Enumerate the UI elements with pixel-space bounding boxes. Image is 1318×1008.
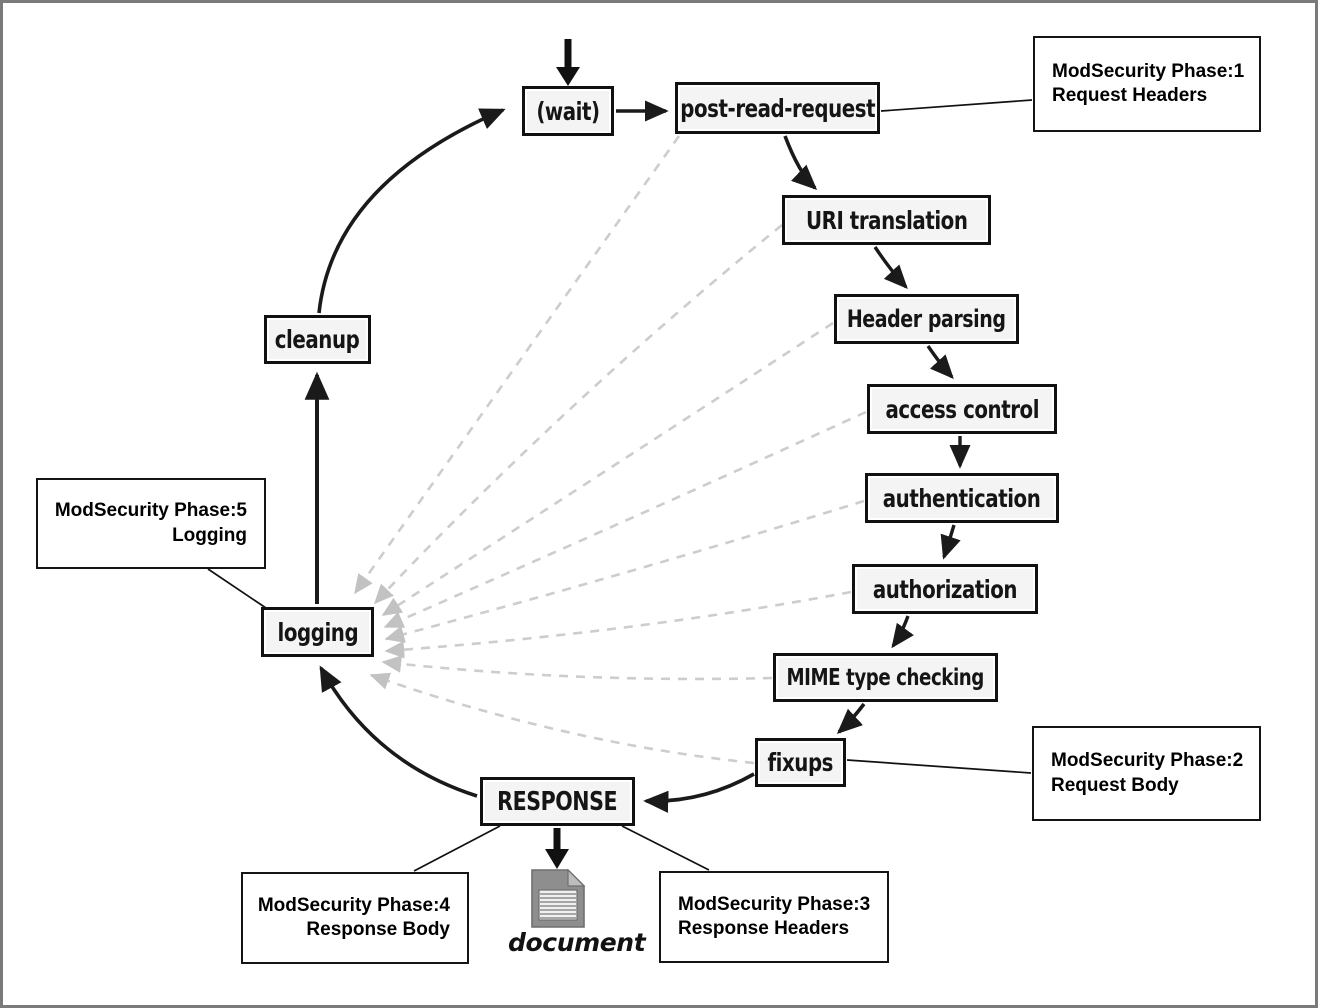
leader-phase1 xyxy=(880,99,1033,112)
callout-modsecurity-phase-1: ModSecurity Phase:1 Request Headers xyxy=(1033,36,1261,132)
callout-modsecurity-phase-2: ModSecurity Phase:2 Request Body xyxy=(1032,726,1261,821)
node-label: (wait) xyxy=(536,96,600,126)
edge-response-to-logging xyxy=(319,665,478,798)
edge-fixups-to-response xyxy=(643,772,755,813)
node-label: post-read-request xyxy=(680,93,875,123)
leader-phase3 xyxy=(621,825,710,871)
leader-phase2 xyxy=(846,759,1032,774)
callout-modsecurity-phase-4: ModSecurity Phase:4 Response Body xyxy=(241,872,469,964)
edge-entry-to-wait xyxy=(556,39,580,86)
callout-line: ModSecurity Phase:5 xyxy=(54,500,247,522)
callout-line: ModSecurity Phase:4 xyxy=(257,894,450,916)
node-wait[interactable]: (wait) xyxy=(522,86,614,136)
document-page-icon xyxy=(531,868,586,928)
callout-line: Response Body xyxy=(306,919,450,940)
node-authentication[interactable]: authentication xyxy=(865,473,1059,523)
dashed-edge-authorization-to-logging xyxy=(384,590,852,659)
edge-cleanup-to-wait xyxy=(317,108,506,314)
dashed-edge-header-parsing-to-logging xyxy=(381,321,834,617)
node-label: cleanup xyxy=(275,325,360,354)
node-label: access control xyxy=(885,394,1039,424)
node-authorization[interactable]: authorization xyxy=(852,564,1038,614)
callout-line: ModSecurity Phase:1 xyxy=(1052,60,1245,82)
node-post-read-request[interactable]: post-read-request xyxy=(675,82,880,134)
node-label: RESPONSE xyxy=(497,786,618,817)
edge-post-read-to-uri xyxy=(783,135,818,190)
dashed-edge-uri-to-logging xyxy=(373,223,783,605)
edge-mime-to-fixups xyxy=(836,702,866,734)
callout-modsecurity-phase-5: ModSecurity Phase:5 Logging xyxy=(36,478,266,569)
dashed-edge-mime-to-logging xyxy=(381,655,773,681)
dashed-edge-access-control-to-logging xyxy=(383,410,867,629)
leader-phase4 xyxy=(413,825,501,872)
node-fixups[interactable]: fixups xyxy=(755,738,846,787)
callout-line: Request Headers xyxy=(1052,85,1208,106)
node-label: fixups xyxy=(767,748,834,777)
callout-line: Response Headers xyxy=(678,918,850,939)
callout-line: Request Body xyxy=(1051,774,1179,796)
node-label: URI translation xyxy=(805,205,968,235)
dashed-edge-authentication-to-logging xyxy=(384,499,865,643)
node-label: MIME type checking xyxy=(786,664,985,691)
callout-line: ModSecurity Phase:3 xyxy=(678,893,871,915)
node-response[interactable]: RESPONSE xyxy=(480,777,635,826)
dashed-edge-post-read-to-logging xyxy=(353,135,681,595)
node-label: Header parsing xyxy=(847,305,1006,333)
callout-modsecurity-phase-3: ModSecurity Phase:3 Response Headers xyxy=(659,871,889,963)
leader-phase5 xyxy=(207,568,267,609)
node-header-parsing[interactable]: Header parsing xyxy=(834,294,1019,344)
node-logging[interactable]: logging xyxy=(261,607,374,657)
edge-uri-to-header-parsing xyxy=(873,246,908,289)
node-mime-type-checking[interactable]: MIME type checking xyxy=(773,653,998,702)
callout-line: Logging xyxy=(172,524,247,546)
node-cleanup[interactable]: cleanup xyxy=(264,315,371,364)
document-caption: document xyxy=(508,928,646,957)
node-access-control[interactable]: access control xyxy=(867,384,1057,434)
edge-header-parsing-to-access-control xyxy=(926,345,954,380)
edge-authorization-to-mime xyxy=(891,615,914,649)
node-uri-translation[interactable]: URI translation xyxy=(782,195,991,245)
dashed-edge-fixups-to-logging xyxy=(369,672,755,765)
edge-response-to-document xyxy=(545,828,569,869)
node-label: authentication xyxy=(883,483,1041,513)
node-label: logging xyxy=(277,617,358,647)
callout-line: ModSecurity Phase:2 xyxy=(1051,750,1244,772)
node-label: authorization xyxy=(872,574,1018,604)
edge-authentication-to-authorization xyxy=(940,524,961,560)
